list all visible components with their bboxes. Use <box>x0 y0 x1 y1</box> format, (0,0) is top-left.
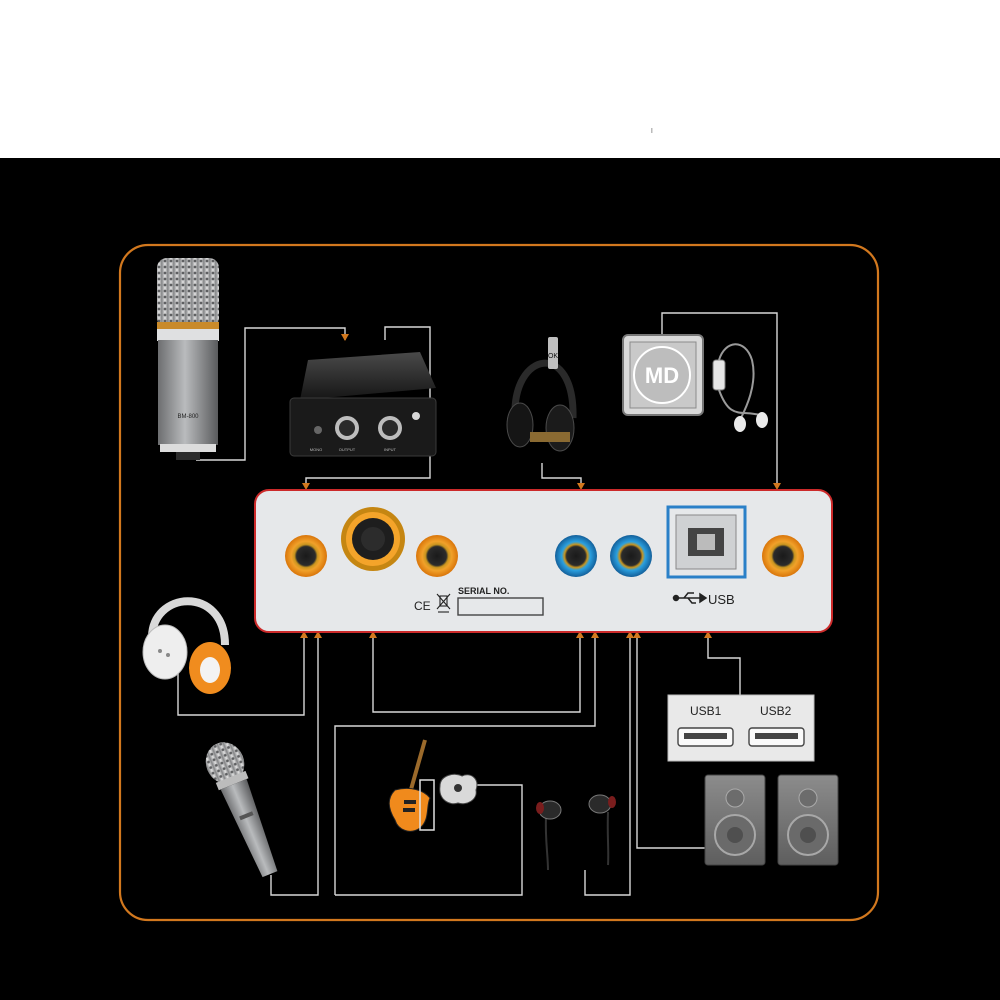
top-tick-mark <box>651 128 653 133</box>
usb-icon <box>672 592 708 604</box>
speaker-right <box>777 774 839 866</box>
md-player: MD <box>622 334 768 432</box>
jack-orange-2 <box>416 535 458 577</box>
jack-blue-2 <box>610 535 652 577</box>
electric-guitar-icon <box>388 739 435 832</box>
dynamic-microphone <box>205 742 278 878</box>
sound-card-panel: SERIAL NO. CE USB <box>254 489 833 633</box>
diagram-frame <box>118 243 880 922</box>
jack-orange-3 <box>762 535 804 577</box>
ce-mark: CE <box>414 599 431 613</box>
microphone-model: BM-800 <box>177 414 199 420</box>
port-label-input: INPUT <box>384 447 397 452</box>
jack-orange-1 <box>285 535 327 577</box>
acoustic-guitar-icon <box>439 773 478 805</box>
port-label-mono: MONO <box>310 447 322 452</box>
port-label-output: OUTPUT <box>339 447 356 452</box>
in-ear-earphones <box>536 794 616 871</box>
condenser-microphone: BM-800 <box>157 258 219 460</box>
jack-blue-1 <box>555 535 597 577</box>
usb2-label: USB2 <box>760 704 792 718</box>
white-headphones <box>142 597 231 694</box>
usb1-label: USB1 <box>690 704 722 718</box>
weee-bin-icon <box>436 593 451 613</box>
headphones-brand: OK <box>548 353 558 360</box>
md-label: MD <box>645 363 679 388</box>
studio-headphones: OK <box>506 337 577 452</box>
usb-label: USB <box>708 592 735 607</box>
serial-box <box>457 597 544 616</box>
serial-label: SERIAL NO. <box>458 586 509 596</box>
connection-lines <box>177 312 778 896</box>
phantom-power-box: MONO OUTPUT INPUT <box>289 352 437 457</box>
arrow-heads <box>300 334 781 638</box>
speaker-left <box>704 774 766 866</box>
usb-hub: USB1 USB2 <box>667 694 815 762</box>
